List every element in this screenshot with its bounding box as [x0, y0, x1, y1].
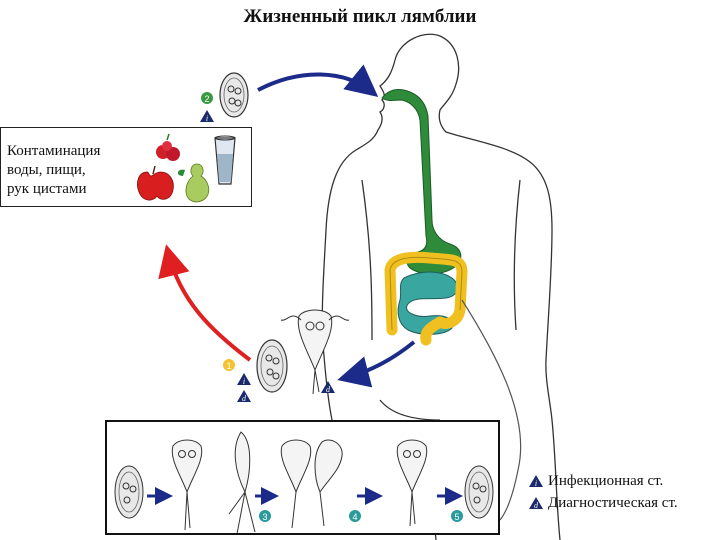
- step-2-marker: 2: [201, 92, 213, 104]
- diagnostic-triangle-trophozoite: d: [321, 381, 335, 394]
- food-water-illustration: [137, 133, 236, 203]
- svg-text:d: d: [242, 394, 247, 403]
- arrow-to-mouth: [257, 64, 379, 98]
- arrow-out-of-body: [337, 340, 416, 388]
- stage-cyst-start: [114, 465, 144, 519]
- svg-text:3: 3: [262, 512, 267, 522]
- development-stages-box: 3 4 5: [105, 420, 500, 535]
- svg-text:5: 5: [454, 512, 459, 522]
- infective-stage-icon: i: [529, 475, 543, 488]
- diagram-title: Жизненный пикл лямблии: [243, 6, 477, 27]
- svg-text:i: i: [206, 114, 208, 123]
- stage-dividing-2: [280, 439, 343, 529]
- infective-triangle-bottom: i: [237, 373, 251, 386]
- cyst-top: [219, 72, 249, 118]
- legend-infective-label: Инфекционная ст.: [548, 473, 664, 489]
- stage-cyst-end: [464, 465, 494, 519]
- diagnostic-triangle-bottom: d: [237, 390, 251, 403]
- line-intestine-to-stages: [461, 299, 522, 521]
- svg-text:i: i: [243, 377, 245, 386]
- svg-text:i: i: [535, 479, 537, 488]
- stages-sequence: 3 4 5: [114, 431, 494, 535]
- legend-diagnostic: d Диагностическая ст.: [528, 492, 678, 514]
- contamination-line-1: Контаминация: [7, 143, 101, 159]
- svg-text:1: 1: [226, 361, 231, 371]
- step-3-marker: 3: [259, 510, 271, 522]
- contamination-line-2: воды, пищи,: [7, 162, 86, 178]
- legend-infective: i Инфекционная ст.: [528, 470, 678, 492]
- apple-icon: [137, 165, 174, 201]
- water-glass-icon: [214, 135, 236, 185]
- svg-text:4: 4: [352, 512, 357, 522]
- contamination-text: Контаминация воды, пищи, рук цистами: [7, 142, 100, 199]
- infective-triangle-top: i: [200, 110, 214, 123]
- cyst-passed: [256, 339, 288, 393]
- step-1-marker: 1: [223, 359, 235, 371]
- svg-text:2: 2: [204, 94, 209, 104]
- trophozoite-passed: [280, 309, 350, 395]
- stage-trophozoite-1: [171, 439, 203, 531]
- stage-dividing-1: [228, 431, 256, 535]
- step-5-marker: 5: [451, 510, 463, 522]
- legend-diagnostic-label: Диагностическая ст.: [548, 495, 678, 511]
- arrow-contamination: [158, 244, 252, 362]
- svg-text:d: d: [326, 385, 331, 394]
- svg-text:d: d: [534, 501, 539, 510]
- stage-trophozoite-2: [396, 439, 428, 527]
- pear-icon: [177, 163, 210, 203]
- step-4-marker: 4: [349, 510, 361, 522]
- raspberry-icon: [156, 133, 180, 161]
- diagnostic-stage-icon: d: [529, 497, 543, 510]
- esophagus-stomach: [381, 89, 462, 275]
- contamination-box: Контаминация воды, пищи, рук цистами: [0, 127, 252, 207]
- contamination-line-3: рук цистами: [7, 181, 87, 197]
- legend: i Инфекционная ст. d Диагностическая ст.: [528, 470, 678, 514]
